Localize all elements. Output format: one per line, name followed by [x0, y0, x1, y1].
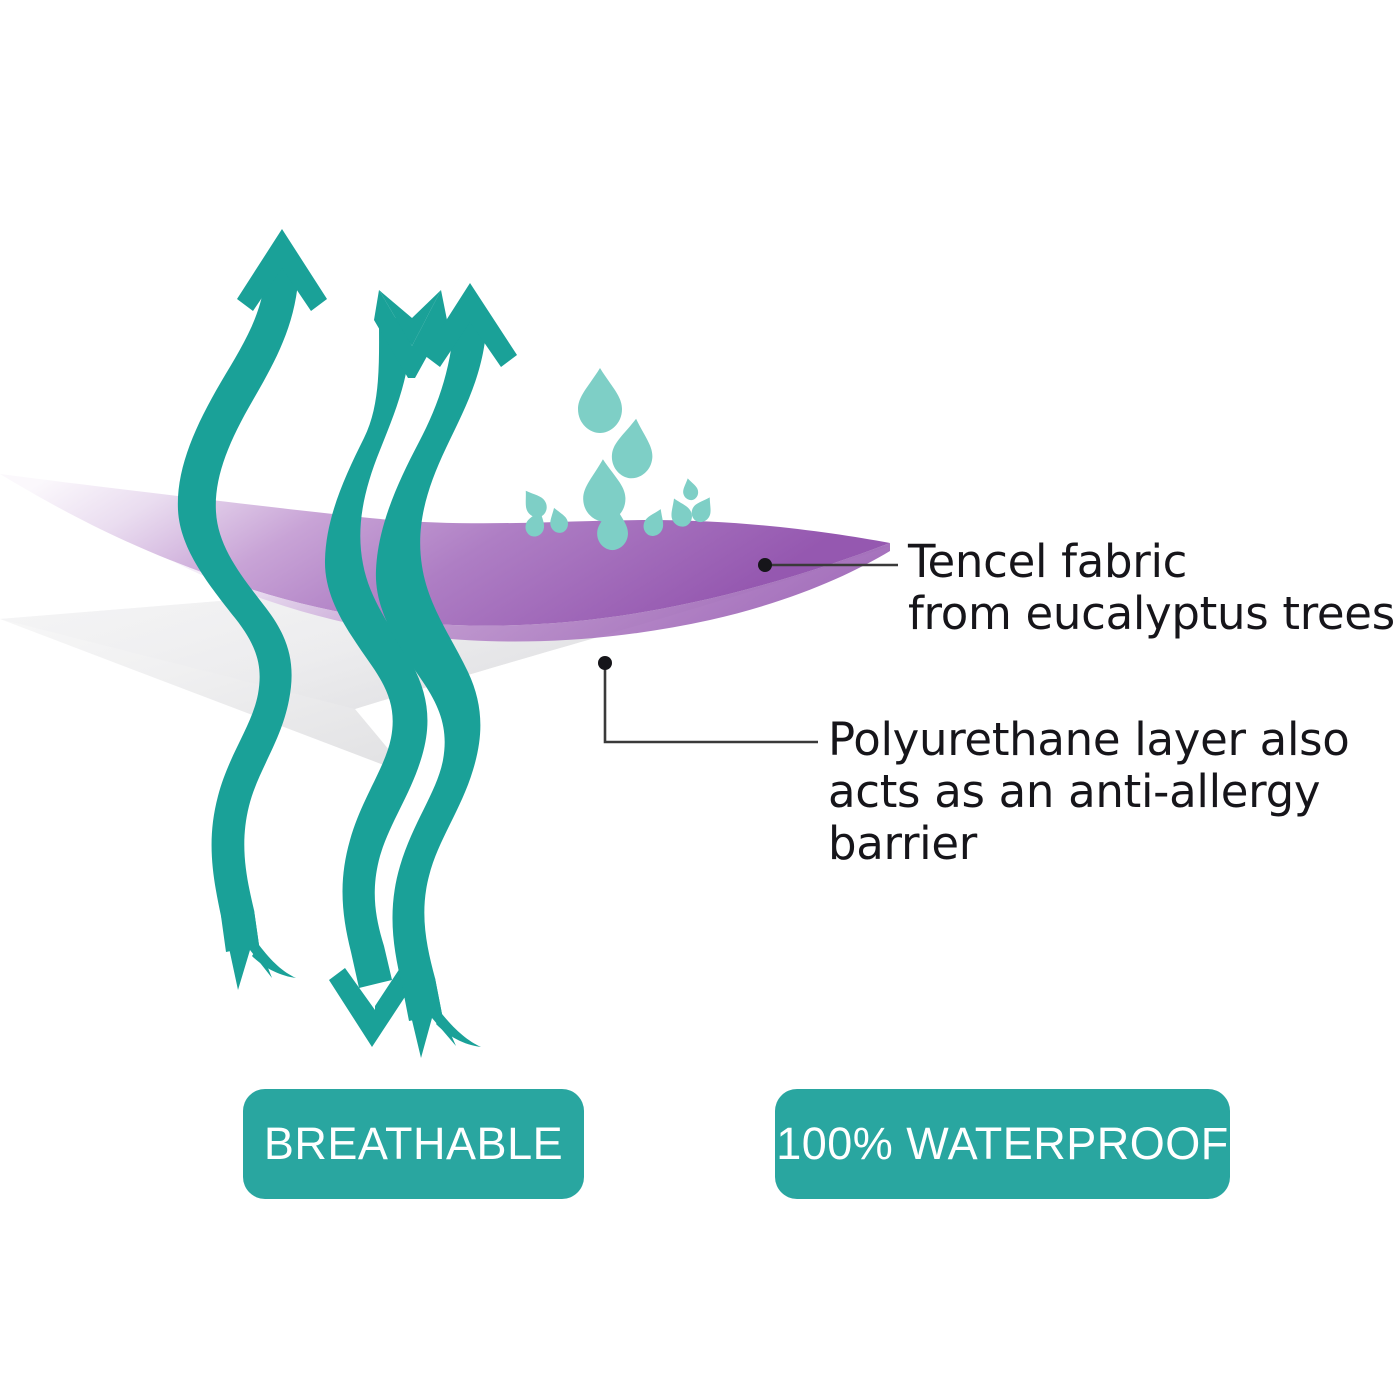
- airflow-arrow-right: [375, 283, 517, 1058]
- callout-label-polyurethane: Polyurethane layer also acts as an anti-…: [828, 713, 1350, 871]
- water-droplets: [525, 368, 711, 551]
- droplet: [597, 504, 628, 551]
- badge-breathable[interactable]: BREATHABLE: [243, 1089, 584, 1199]
- airflow-arrow-left: [177, 229, 327, 990]
- callout-leaders: [598, 558, 898, 744]
- callout-label-tencel: Tencel fabric from eucalyptus trees: [908, 535, 1395, 641]
- leader-dot-tencel: [758, 558, 772, 572]
- droplet: [525, 510, 545, 537]
- leader-line-polyurethane: [598, 656, 818, 744]
- droplet: [643, 509, 664, 536]
- airflow-arrows: [177, 229, 517, 1058]
- droplet: [525, 490, 547, 518]
- droplet: [683, 478, 699, 501]
- droplet: [691, 497, 711, 523]
- droplet: [550, 507, 568, 533]
- airflow-arrow-middle: [324, 290, 447, 1047]
- droplet: [578, 368, 622, 433]
- badge-waterproof[interactable]: 100% WATERPROOF: [775, 1089, 1230, 1199]
- droplet: [671, 498, 692, 527]
- droplet: [611, 418, 653, 479]
- leader-dot-polyurethane: [598, 656, 612, 670]
- leader-line-tencel: [758, 558, 898, 572]
